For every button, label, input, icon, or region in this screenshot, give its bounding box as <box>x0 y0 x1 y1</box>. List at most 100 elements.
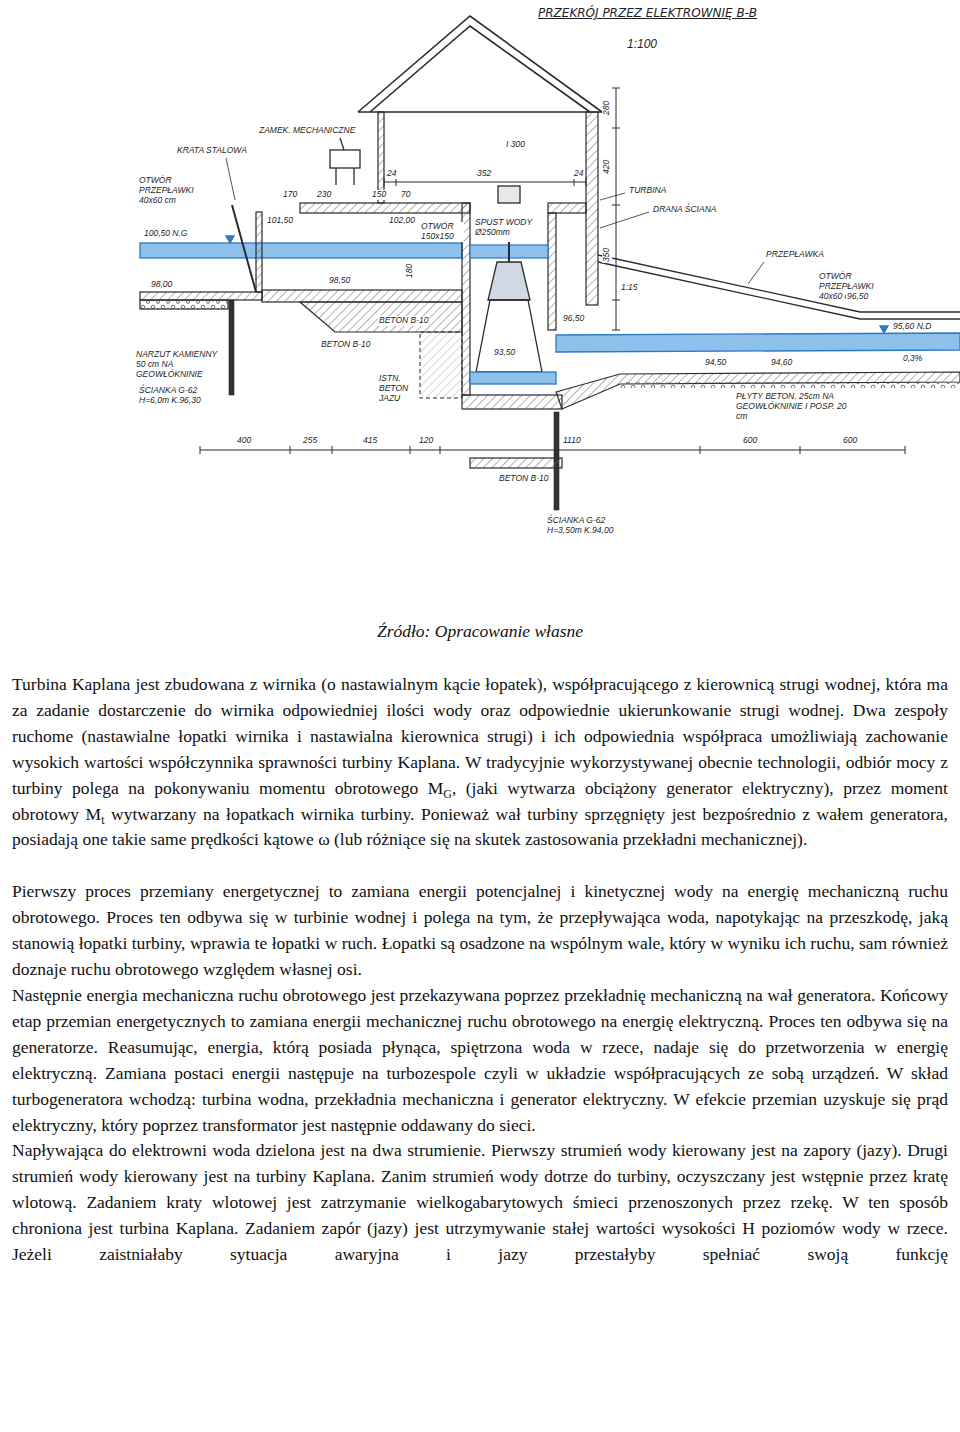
drawing-label: 600 <box>742 436 758 446</box>
sheet-piles <box>229 300 234 395</box>
upstream-bed <box>140 292 262 309</box>
mechanical-hoist <box>340 138 344 150</box>
drawing-label: 98,00 <box>150 280 173 290</box>
drawing-label: 0,3% <box>902 354 923 364</box>
top-dimension <box>586 178 587 186</box>
drawing-label: 102,00 <box>388 216 416 226</box>
subscript: G <box>443 787 452 801</box>
bottom-dimension <box>410 446 411 454</box>
drawing-label: 350 <box>602 247 612 263</box>
drawing-label: 96,50 <box>562 314 585 324</box>
mechanical-hoist <box>335 168 336 185</box>
bottom-dimension <box>700 446 701 454</box>
turbine <box>488 262 530 300</box>
weir-concrete <box>420 332 462 398</box>
turbine <box>476 242 542 372</box>
drawing-label: 98,50 <box>328 276 351 286</box>
drawing-label: I 300 <box>505 140 526 150</box>
top-dimension <box>384 178 385 186</box>
drawing-label: ŚCIANKA G-62 H=6,0m K.96,30 <box>138 386 224 406</box>
building-walls <box>586 112 598 305</box>
top-dimension <box>384 178 586 186</box>
paragraph: Turbina Kaplana jest zbudowana z wirnika… <box>12 672 948 853</box>
drawing-label: BETON B-10 <box>498 474 549 484</box>
turbine <box>476 300 542 372</box>
upstream-water <box>226 236 234 243</box>
intake-floor <box>300 302 462 332</box>
drawing-label: 255 <box>302 436 318 446</box>
paragraph-text: wytwarzany na łopatkach wirnika turbiny.… <box>12 804 948 850</box>
power-plant-section <box>0 0 960 610</box>
top-dimension <box>396 178 397 186</box>
upstream-water <box>140 243 462 258</box>
drawing-label: 170 <box>282 190 298 200</box>
weir-concrete <box>420 332 462 398</box>
generator <box>498 186 520 203</box>
fish-pass <box>748 262 764 284</box>
tailwater <box>556 333 960 352</box>
intake-wall <box>256 212 262 292</box>
drawing-label: 352 <box>476 169 492 179</box>
drawing-label: SPUST WODY Ø250mm <box>474 218 536 238</box>
side-dimension <box>612 88 620 89</box>
turbine <box>508 242 510 262</box>
roof <box>358 111 602 113</box>
deck-slab <box>300 203 586 213</box>
side-dimension <box>612 88 620 330</box>
drawing-label: 94,60 <box>770 358 793 368</box>
drawing-label: ISTN. BETON JAZU <box>378 374 418 403</box>
trash-rack <box>232 205 256 292</box>
bottom-slab <box>470 458 562 468</box>
drawing-label: ŚCIANKA G-62 H=3,50m K.94,00 <box>546 516 638 536</box>
mechanical-hoist <box>330 138 360 185</box>
mechanical-hoist <box>353 168 354 185</box>
bottom-dimension <box>800 446 801 454</box>
tailwater <box>470 372 556 384</box>
roof <box>358 16 602 112</box>
turbine-pit <box>548 213 556 330</box>
mechanical-hoist <box>330 150 360 168</box>
drawing-label: 150 <box>371 190 387 200</box>
leader-lines <box>600 193 649 228</box>
drawing-label: 420 <box>602 159 612 175</box>
bottom-slab <box>470 458 562 468</box>
side-dimension <box>612 128 620 129</box>
deck-slab <box>300 203 470 213</box>
bottom-dimension <box>200 446 201 454</box>
paragraph-text: Pierwszy proces przemiany energetycznej … <box>12 881 948 979</box>
paragraph: Następnie energia mechaniczna ruchu obro… <box>12 983 948 1138</box>
sheet-piles <box>229 300 559 510</box>
section-drawing: PRZEKRÓJ PRZEZ ELEKTROWNIĘ B-B 1:100ZAME… <box>0 0 960 610</box>
side-dimension <box>616 88 617 330</box>
drawing-label: 93,50 <box>493 348 516 358</box>
tailwater <box>880 326 888 333</box>
leader-lines <box>600 212 649 228</box>
upstream-bed <box>140 292 262 300</box>
drawing-label: 1:15 <box>620 283 639 293</box>
drawing-label: 1:100 <box>626 38 658 52</box>
drawing-label: TURBINA <box>628 186 667 196</box>
roof <box>370 26 590 112</box>
side-dimension <box>612 205 620 206</box>
drawing-label: 230 <box>316 190 332 200</box>
drawing-label: 101,50 <box>266 216 294 226</box>
trash-rack <box>226 158 256 292</box>
bottom-dimension <box>290 446 291 454</box>
side-dimension <box>612 300 620 301</box>
top-dimension <box>384 182 586 183</box>
upstream-bed <box>140 300 228 309</box>
subscript: t <box>101 813 104 827</box>
drawing-label: 180 <box>405 263 415 279</box>
generator <box>498 186 520 203</box>
intake-wall <box>256 212 262 292</box>
fish-pass <box>860 311 960 312</box>
drawing-label: 600 <box>842 436 858 446</box>
bottom-dimension <box>200 450 905 451</box>
upstream-water <box>140 236 462 258</box>
drawing-label: OTWÓR 150x150 <box>420 222 464 242</box>
drawing-label: 1110 <box>562 436 582 446</box>
drawing-label: 95,60 N.D <box>892 322 932 332</box>
drawing-label: 24 <box>573 169 584 179</box>
fish-pass <box>860 318 960 319</box>
